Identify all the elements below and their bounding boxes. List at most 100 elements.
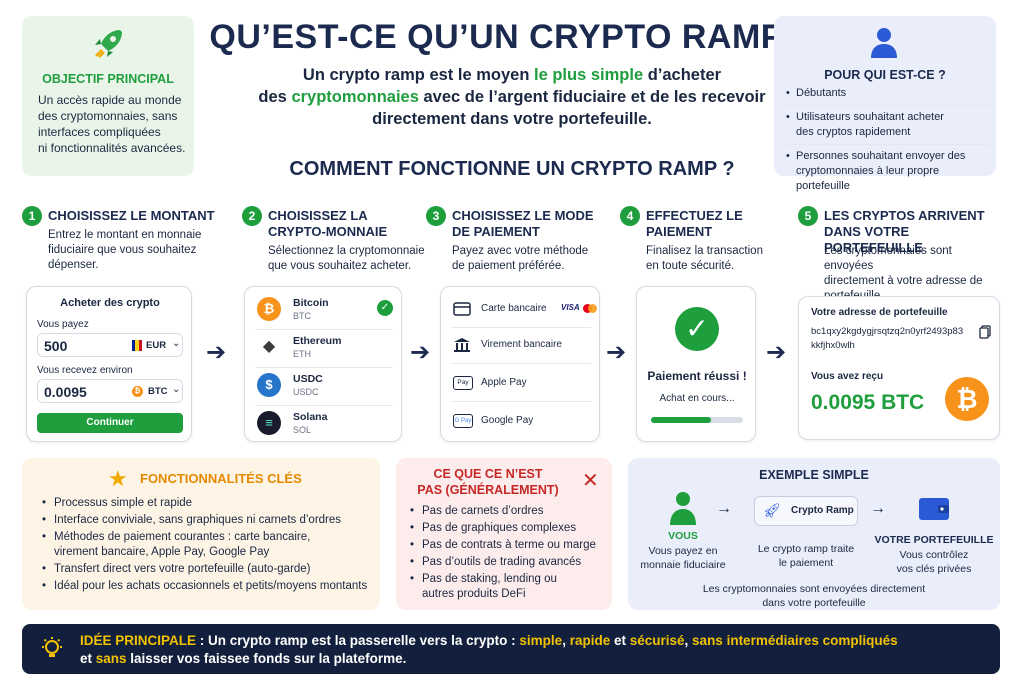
rocket-icon: 🚀︎ — [763, 502, 781, 518]
example-title: EXEMPLE SIMPLE — [759, 468, 869, 482]
star-icon: ★ — [108, 466, 128, 491]
pay-amount-input[interactable]: 500 EUR ⌄ — [37, 333, 183, 357]
step-number: 1 — [22, 206, 42, 226]
crypto-ramp-box: 🚀︎ Crypto Ramp — [754, 496, 858, 526]
arrow-right-icon: ➔ — [410, 339, 431, 366]
audience-title: POUR QUI EST-CE ? — [824, 68, 946, 82]
progress-bar — [651, 417, 743, 423]
chevron-down-icon[interactable]: ⌄ — [172, 384, 181, 395]
features-card: ★ FONCTIONNALITÉS CLÉS Processus simple … — [22, 458, 380, 610]
chevron-down-icon[interactable]: ⌄ — [172, 338, 181, 349]
step-number: 2 — [242, 206, 262, 226]
list-item: Pas d’outils de trading avancés — [410, 555, 606, 570]
list-item: Pas de graphiques complexes — [410, 521, 606, 536]
payment-card[interactable]: Carte bancaire VISA — [451, 299, 597, 321]
user-icon — [871, 28, 897, 58]
list-item: Méthodes de paiement courantes : carte b… — [42, 530, 372, 560]
features-list: Processus simple et rapide Interface con… — [42, 496, 372, 594]
objectif-text: Un accès rapide au monde des cryptomonna… — [38, 93, 186, 155]
payment-apple-pay[interactable]: Pay Apple Pay — [451, 373, 595, 395]
main-idea-banner: IDÉE PRINCIPALE : Un crypto ramp est la … — [22, 624, 1000, 674]
not-list: Pas de carnets d’ordres Pas de graphique… — [410, 504, 606, 602]
mastercard-icon — [583, 304, 592, 313]
receive-amount-value: 0.0095 — [44, 384, 87, 400]
apple-pay-icon: Pay — [453, 376, 473, 390]
ethereum-icon: ◆ — [257, 335, 281, 359]
received-amount: 0.0095 BTC — [811, 391, 925, 414]
example-footer: Les cryptomonnaies sont envoyées directe… — [702, 583, 926, 609]
arrow-right-icon: ➔ — [206, 339, 227, 366]
bitcoin-icon: ₿ — [132, 386, 143, 397]
check-icon: ✓ — [377, 300, 393, 316]
continue-button[interactable]: Continuer — [37, 413, 183, 433]
list-item: Idéal pour les achats occasionnels et pe… — [42, 579, 372, 594]
crypto-item-ethereum[interactable]: ◆ Ethereum ETH — [255, 333, 395, 365]
step-number: 3 — [426, 206, 446, 226]
objectif-card: OBJECTIF PRINCIPAL Un accès rapide au mo… — [22, 16, 194, 176]
list-item: Interface conviviale, sans graphiques ni… — [42, 513, 372, 528]
payment-methods-panel: Carte bancaire VISA Virement bancaire Pa… — [440, 286, 600, 442]
payment-transfer[interactable]: Virement bancaire — [451, 335, 595, 357]
wallet-title: VOTRE PORTEFEUILLE — [874, 534, 994, 546]
page-title: QU’EST-CE QU’UN CRYPTO RAMP ? — [209, 18, 815, 56]
step-title: CHOISISSEZ LE MONTANT — [48, 208, 215, 223]
list-item: Transfert direct vers votre portefeuille… — [42, 562, 372, 577]
crypto-item-bitcoin[interactable]: ₿ Bitcoin BTC ✓ — [255, 295, 395, 327]
pay-amount-value: 500 — [44, 338, 68, 354]
buy-panel: Acheter des crypto Vous payez 500 EUR ⌄ … — [26, 286, 192, 442]
audience-card: POUR QUI EST-CE ? •Débutants •Utilisateu… — [774, 16, 996, 192]
list-item: Pas de carnets d’ordres — [410, 504, 606, 519]
received-label: Vous avez reçu — [811, 371, 884, 382]
audience-list: •Débutants •Utilisateurs souhaitant ache… — [786, 86, 990, 194]
pay-currency[interactable]: EUR — [146, 340, 167, 351]
visa-icon: VISA — [561, 303, 580, 312]
crypto-list-panel: ₿ Bitcoin BTC ✓ ◆ Ethereum ETH $ USDC US… — [244, 286, 402, 442]
arrow-right-icon: ➔ — [606, 339, 627, 366]
crypto-item-usdc[interactable]: $ USDC USDC — [255, 371, 395, 403]
wallet-icon — [919, 498, 949, 520]
receive-currency[interactable]: BTC — [148, 386, 168, 397]
buy-title: Acheter des crypto — [60, 297, 160, 309]
usdc-icon: $ — [257, 373, 281, 397]
cross-icon: ✕ — [582, 470, 599, 492]
arrow-right-icon: ➔ — [766, 339, 787, 366]
receive-amount-input[interactable]: 0.0095 ₿ BTC ⌄ — [37, 379, 183, 403]
payment-success-title: Paiement réussi ! — [647, 369, 747, 383]
step-number: 5 — [798, 206, 818, 226]
copy-icon[interactable] — [979, 325, 991, 339]
bank-icon — [454, 338, 470, 352]
wallet-panel: Votre adresse de portefeuille bc1qxy2kgd… — [798, 296, 1000, 440]
crypto-item-solana[interactable]: ≡ Solana SOL — [255, 409, 395, 441]
list-item: Processus simple et rapide — [42, 496, 372, 511]
payment-google-pay[interactable]: G Pay Google Pay — [453, 414, 534, 428]
lightbulb-icon — [42, 637, 62, 657]
pay-label: Vous payez — [37, 319, 89, 330]
list-item: Pas de contrats à terme ou marge — [410, 538, 606, 553]
purchase-status: Achat en cours... — [659, 393, 735, 404]
intro-text: Un crypto ramp est le moyen le plus simp… — [258, 66, 766, 128]
payment-success-panel: ✓ Paiement réussi ! Achat en cours... — [636, 286, 756, 442]
objectif-title: OBJECTIF PRINCIPAL — [42, 72, 174, 86]
arrow-right-icon: → — [870, 500, 886, 517]
solana-icon: ≡ — [257, 411, 281, 435]
credit-card-icon — [453, 302, 471, 316]
progress-fill — [651, 417, 711, 423]
google-pay-icon: G Pay — [453, 414, 473, 428]
success-check-icon: ✓ — [675, 307, 719, 351]
eur-flag-icon — [132, 340, 142, 351]
main-idea-text: IDÉE PRINCIPALE : Un crypto ramp est la … — [80, 633, 898, 666]
